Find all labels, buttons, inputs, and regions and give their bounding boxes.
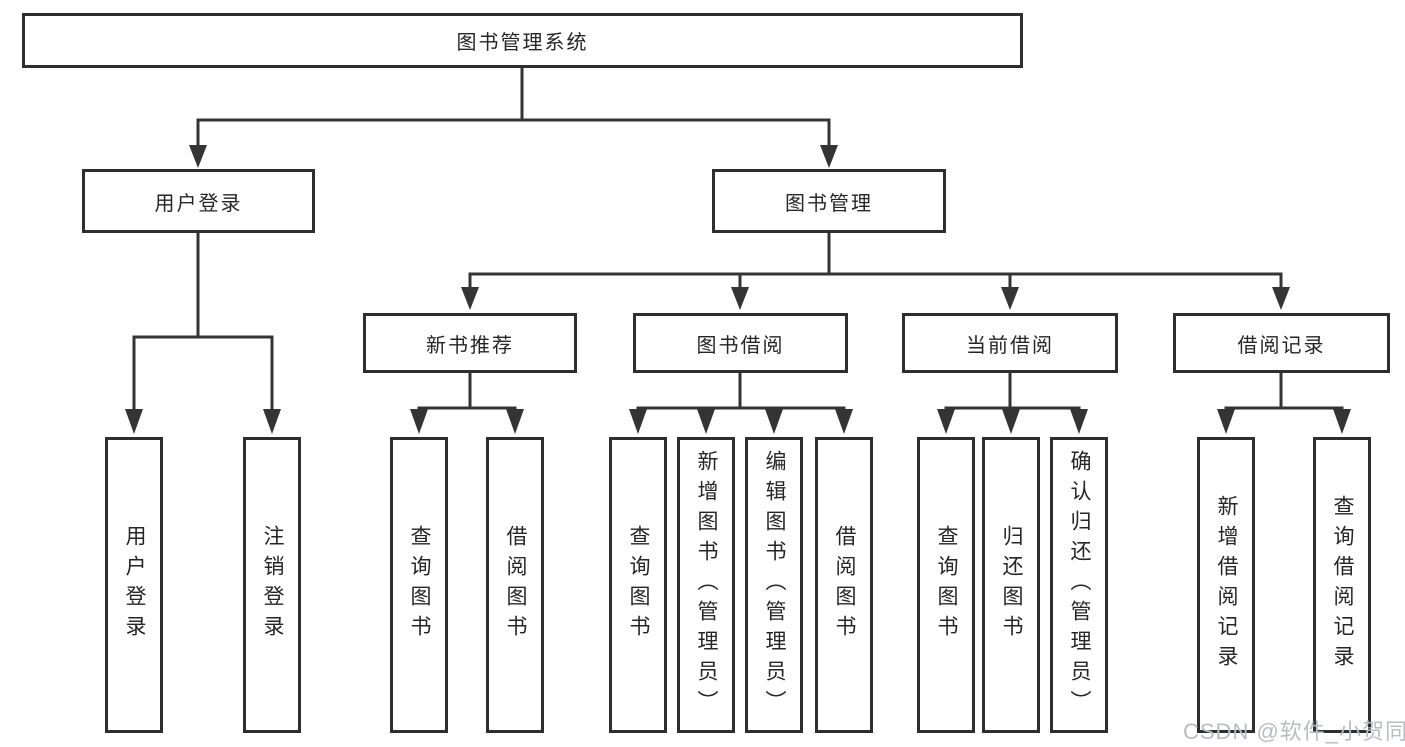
arrowhead-icon bbox=[835, 409, 853, 434]
node-root-system: 图书管理系统 bbox=[22, 13, 1023, 68]
node-label: 查询图书 bbox=[408, 525, 431, 645]
watermark-text: CSDN @软件_小贺同学 bbox=[1183, 719, 1405, 744]
node-label: 查询图书 bbox=[627, 525, 650, 645]
node-label: 图书管理系统 bbox=[456, 32, 589, 54]
node-label: 新增图书（管理员） bbox=[695, 450, 718, 720]
arrowhead-icon bbox=[1272, 287, 1290, 310]
arrowhead-icon bbox=[820, 145, 838, 168]
node-borrow-records: 借阅记录 bbox=[1173, 313, 1390, 373]
leaf-current-return-books: 归还图书 bbox=[982, 437, 1040, 733]
node-label: 新增借阅记录 bbox=[1215, 495, 1238, 675]
arrowhead-icon bbox=[263, 409, 281, 434]
arrowhead-icon bbox=[1002, 409, 1020, 434]
node-label: 编辑图书（管理员） bbox=[763, 450, 786, 720]
leaf-records-query-record: 查询借阅记录 bbox=[1313, 437, 1371, 733]
arrowhead-icon bbox=[731, 287, 749, 310]
node-label: 借阅图书 bbox=[504, 525, 527, 645]
node-book-borrow: 图书借阅 bbox=[633, 313, 848, 373]
arrowhead-icon bbox=[1217, 409, 1235, 434]
node-label: 用户登录 bbox=[154, 192, 243, 215]
arrowhead-icon bbox=[937, 409, 955, 434]
node-label: 查询借阅记录 bbox=[1331, 495, 1354, 675]
node-current-borrow: 当前借阅 bbox=[902, 313, 1118, 373]
leaf-logout: 注销登录 bbox=[243, 437, 301, 733]
arrowhead-icon bbox=[189, 145, 207, 168]
node-label: 图书管理 bbox=[785, 192, 873, 215]
node-label: 当前借阅 bbox=[966, 334, 1054, 357]
arrowhead-icon bbox=[410, 409, 428, 434]
leaf-borrow-add-books-admin: 新增图书（管理员） bbox=[677, 437, 735, 733]
arrowhead-icon bbox=[697, 409, 715, 434]
arrowhead-icon bbox=[461, 287, 479, 310]
leaf-recommend-query-books: 查询图书 bbox=[390, 437, 448, 733]
node-label: 用户登录 bbox=[123, 525, 146, 645]
arrowhead-icon bbox=[1070, 409, 1088, 434]
node-new-book-recommend: 新书推荐 bbox=[363, 313, 577, 373]
node-label: 归还图书 bbox=[1000, 525, 1023, 645]
node-user-login: 用户登录 bbox=[82, 169, 315, 233]
node-book-management: 图书管理 bbox=[712, 169, 946, 233]
leaf-borrow-query-books: 查询图书 bbox=[609, 437, 667, 733]
leaf-current-confirm-return-admin: 确认归还（管理员） bbox=[1050, 437, 1108, 733]
arrowhead-icon bbox=[765, 409, 783, 434]
node-label: 借阅记录 bbox=[1237, 334, 1326, 357]
leaf-borrow-borrow-books: 借阅图书 bbox=[815, 437, 873, 733]
leaf-borrow-edit-books-admin: 编辑图书（管理员） bbox=[745, 437, 803, 733]
leaf-current-query-books: 查询图书 bbox=[917, 437, 975, 733]
arrowhead-icon bbox=[506, 409, 524, 434]
node-label: 查询图书 bbox=[935, 525, 958, 645]
leaf-user-login: 用户登录 bbox=[105, 437, 163, 733]
arrowhead-icon bbox=[1001, 287, 1019, 310]
node-label: 借阅图书 bbox=[833, 525, 856, 645]
node-label: 注销登录 bbox=[261, 525, 284, 645]
node-label: 图书借阅 bbox=[696, 334, 785, 357]
node-label: 确认归还（管理员） bbox=[1068, 450, 1091, 720]
arrowhead-icon bbox=[125, 409, 143, 434]
leaf-records-add-record: 新增借阅记录 bbox=[1197, 437, 1255, 733]
arrowhead-icon bbox=[1333, 409, 1351, 434]
node-label: 新书推荐 bbox=[426, 334, 514, 357]
leaf-recommend-borrow-books: 借阅图书 bbox=[486, 437, 544, 733]
arrowhead-icon bbox=[629, 409, 647, 434]
